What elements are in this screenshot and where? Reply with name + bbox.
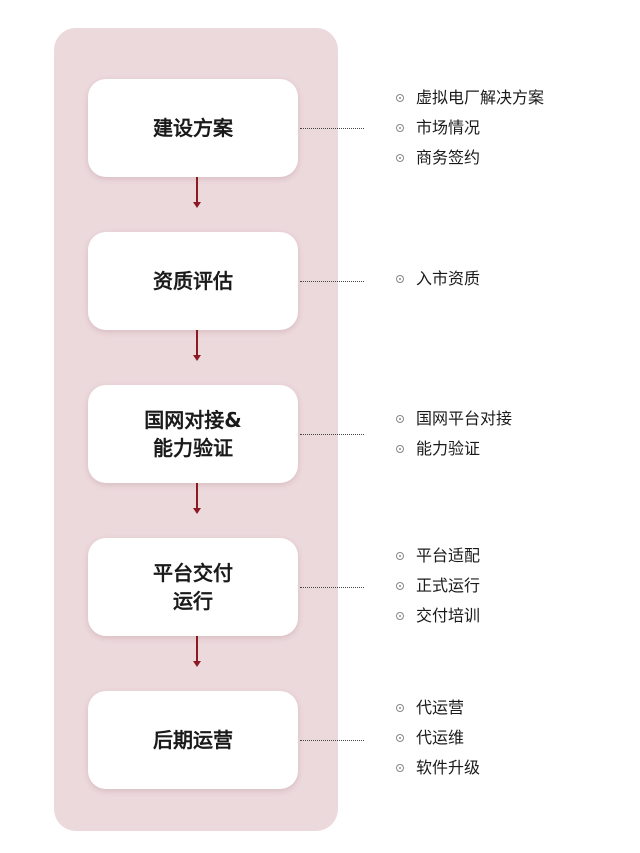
item-label: 国网平台对接 (416, 409, 513, 428)
item-label: 虚拟电厂解决方案 (416, 88, 545, 107)
step-box-5: 后期运营 (88, 691, 298, 789)
arrow-down-icon (193, 355, 201, 361)
connector-4 (300, 587, 364, 588)
step-title-4-line-2: 运行 (173, 589, 213, 613)
list-item: 入市资质 (396, 268, 480, 290)
ring-dot-icon (396, 124, 404, 132)
ring-dot-icon (396, 154, 404, 162)
list-item: 虚拟电厂解决方案 (396, 87, 544, 109)
list-item: 代运营 (396, 697, 464, 719)
step-title-1: 建设方案 (153, 114, 233, 142)
item-label: 能力验证 (416, 439, 481, 458)
ring-dot-icon (396, 552, 404, 560)
step-title-5: 后期运营 (153, 726, 233, 754)
step-title-3: 国网对接& 能力验证 (144, 406, 241, 462)
list-item: 交付培训 (396, 605, 480, 627)
ring-dot-icon (396, 582, 404, 590)
item-label: 软件升级 (416, 758, 481, 777)
ring-dot-icon (396, 445, 404, 453)
item-label: 代运维 (416, 728, 465, 747)
list-item: 能力验证 (396, 438, 480, 460)
item-label: 平台适配 (416, 546, 481, 565)
connector-5 (300, 740, 364, 741)
flow-arrow-3 (196, 483, 198, 511)
ring-dot-icon (396, 275, 404, 283)
connector-3 (300, 434, 364, 435)
arrow-down-icon (193, 661, 201, 667)
ring-dot-icon (396, 415, 404, 423)
step-title-1-line-1: 建设方案 (153, 116, 233, 140)
list-item: 市场情况 (396, 117, 480, 139)
arrow-down-icon (193, 508, 201, 514)
item-label: 正式运行 (416, 576, 481, 595)
step-title-4: 平台交付 运行 (153, 559, 233, 615)
step-title-2-line-1: 资质评估 (153, 269, 233, 293)
list-item: 商务签约 (396, 147, 480, 169)
arrow-down-icon (193, 202, 201, 208)
item-label: 商务签约 (416, 148, 481, 167)
flow-arrow-1 (196, 177, 198, 205)
step-title-3-line-1: 国网对接& (144, 408, 242, 432)
item-label: 交付培训 (416, 606, 481, 625)
ring-dot-icon (396, 734, 404, 742)
ring-dot-icon (396, 612, 404, 620)
step-title-3-line-2: 能力验证 (152, 436, 233, 460)
flow-arrow-4 (196, 636, 198, 664)
ring-dot-icon (396, 704, 404, 712)
step-title-5-line-1: 后期运营 (153, 728, 233, 752)
item-label: 市场情况 (416, 118, 481, 137)
list-item: 正式运行 (396, 575, 480, 597)
step-box-1: 建设方案 (88, 79, 298, 177)
list-item: 平台适配 (396, 545, 480, 567)
list-item: 代运维 (396, 727, 464, 749)
step-box-3: 国网对接& 能力验证 (88, 385, 298, 483)
connector-2 (300, 281, 364, 282)
list-item: 软件升级 (396, 757, 480, 779)
step-title-4-line-1: 平台交付 (153, 561, 233, 585)
connector-1 (300, 128, 364, 129)
ring-dot-icon (396, 94, 404, 102)
step-title-2: 资质评估 (153, 267, 233, 295)
ring-dot-icon (396, 764, 404, 772)
step-box-4: 平台交付 运行 (88, 538, 298, 636)
step-box-2: 资质评估 (88, 232, 298, 330)
item-label: 入市资质 (416, 269, 481, 288)
item-label: 代运营 (416, 698, 465, 717)
flow-arrow-2 (196, 330, 198, 358)
list-item: 国网平台对接 (396, 408, 512, 430)
